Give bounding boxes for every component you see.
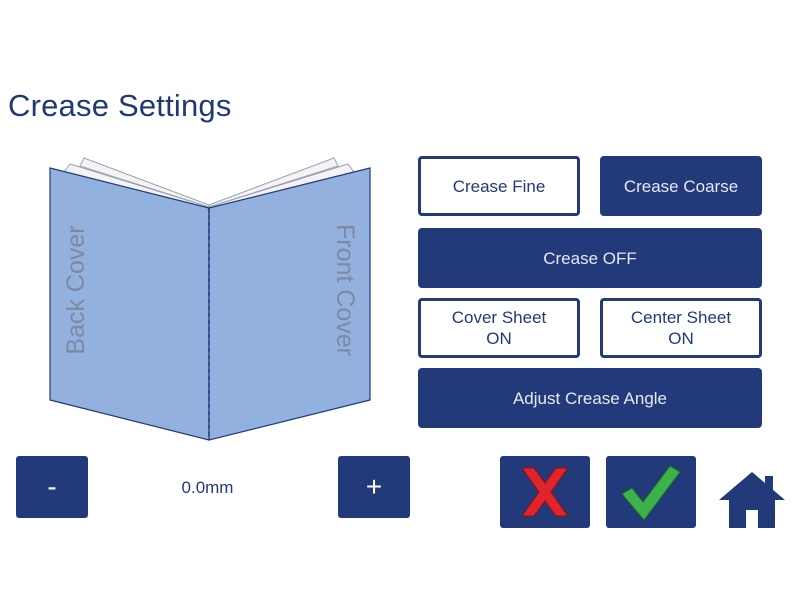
center-sheet-label: Center Sheet [630,308,732,327]
home-button[interactable] [717,468,787,532]
crease-off-label: Crease OFF [543,248,637,268]
cover-sheet-button[interactable]: Cover Sheet ON [418,298,580,358]
minus-label: - [47,471,57,502]
crease-offset-value: 0.0mm [181,478,234,497]
checkmark-icon [621,465,681,521]
back-cover-label: Back Cover [62,225,90,354]
center-sheet-button[interactable]: Center Sheet ON [600,298,762,358]
front-cover-label: Front Cover [331,224,359,356]
confirm-button[interactable] [606,456,696,528]
crease-coarse-button[interactable]: Crease Coarse [600,156,762,216]
crease-fine-label: Crease Fine [452,176,546,196]
cancel-button[interactable] [500,456,590,528]
adjust-crease-angle-button[interactable]: Adjust Crease Angle [418,368,762,428]
crease-coarse-label: Crease Coarse [623,176,739,196]
home-icon [719,472,785,528]
plus-label: + [365,471,383,502]
crease-off-button[interactable]: Crease OFF [418,228,762,288]
center-sheet-state: ON [668,329,694,348]
cover-sheet-label: Cover Sheet [451,308,547,327]
crease-fine-button[interactable]: Crease Fine [418,156,580,216]
increment-button[interactable]: + [338,456,410,518]
cover-sheet-state: ON [486,329,512,348]
book-diagram: Back Cover Front Cover [44,150,380,450]
x-icon [521,467,569,517]
decrement-button[interactable]: - [16,456,88,518]
adjust-crease-angle-label: Adjust Crease Angle [512,388,668,408]
page-title: Crease Settings [8,88,232,123]
